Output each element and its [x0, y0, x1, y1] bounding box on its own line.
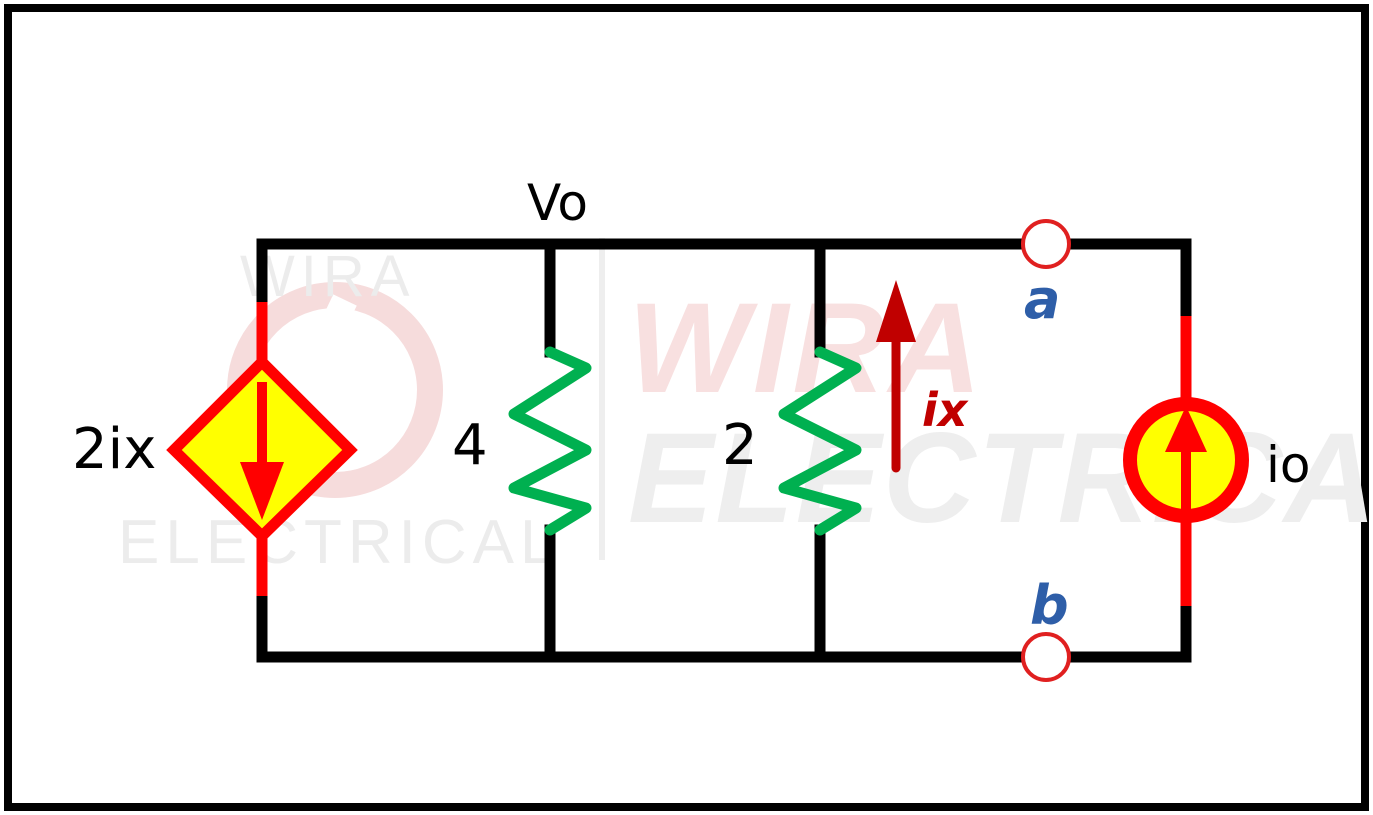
- resistor-2-zigzag: [778, 346, 862, 536]
- watermark-brand-large-bottom: ELECTRICAL: [628, 407, 1373, 550]
- node-voltage-label: Vo: [527, 174, 588, 232]
- ix-arrow-up-icon: [876, 280, 916, 342]
- wires: [256, 238, 1192, 663]
- dependent-current-source: [166, 302, 358, 596]
- terminal-b-label: b: [1030, 574, 1069, 637]
- current-source-io-label: io: [1266, 436, 1310, 494]
- resistor-4-zigzag: [508, 346, 592, 536]
- watermark-brand-small-top: WIRA: [240, 244, 415, 309]
- current-ix-label: ix: [922, 383, 969, 437]
- watermark: WIRA ELECTRICAL WIRA ELECTRICAL: [118, 238, 1373, 577]
- terminal-a-label: a: [1024, 268, 1060, 331]
- resistor-2-label: 2: [722, 413, 758, 478]
- independent-current-source: [1123, 316, 1249, 606]
- resistor-4-label: 4: [452, 413, 488, 478]
- dep-source-arrow-down-icon: [240, 462, 284, 520]
- io-source-arrow-up-icon: [1165, 406, 1207, 452]
- terminal-a-ring: [1021, 219, 1071, 269]
- current-ix-arrow: [876, 280, 916, 473]
- terminal-b-ring: [1021, 632, 1071, 682]
- dependent-source-label: 2ix: [72, 417, 156, 482]
- watermark-brand-small-bottom: ELECTRICAL: [118, 508, 560, 577]
